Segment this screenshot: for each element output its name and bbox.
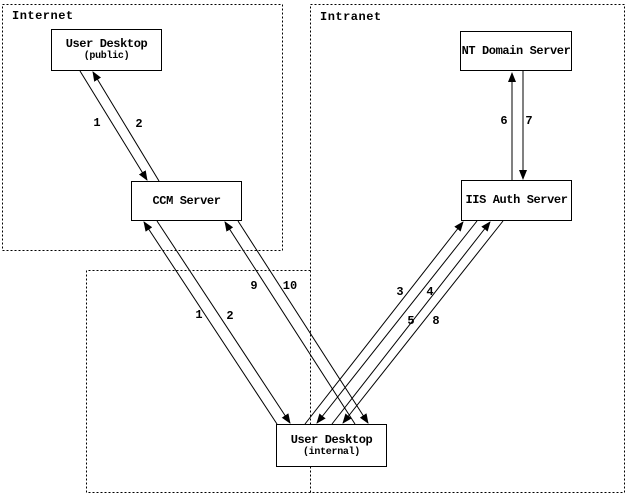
zone-label-intranet: Intranet bbox=[320, 10, 382, 24]
node-title: IIS Auth Server bbox=[465, 193, 568, 207]
edge-label: 7 bbox=[525, 114, 533, 128]
internal-zone-border bbox=[86, 270, 625, 493]
edge-1-internal-desktop-to-ccm bbox=[143, 221, 278, 425]
node-title: User Desktop bbox=[65, 37, 148, 51]
edge-label: 5 bbox=[407, 314, 415, 328]
node-ccm-server: CCM Server bbox=[131, 181, 242, 221]
node-user-desktop-public: User Desktop (public) bbox=[51, 29, 162, 71]
edge-4-iis-to-internal-desktop bbox=[316, 220, 478, 424]
edge-label: 1 bbox=[195, 308, 203, 322]
edge-9-internal-desktop-to-ccm bbox=[224, 221, 356, 425]
edge-label: 6 bbox=[500, 114, 508, 128]
edge-label: 10 bbox=[282, 279, 298, 293]
edge-label: 2 bbox=[135, 117, 143, 131]
node-subtitle: (internal) bbox=[302, 446, 360, 458]
edge-2-ccm-to-internal-desktop bbox=[156, 220, 291, 424]
node-iis-auth-server: IIS Auth Server bbox=[461, 180, 572, 221]
edge-label: 1 bbox=[93, 116, 101, 130]
edge-10-ccm-to-internal-desktop bbox=[237, 220, 369, 424]
edge-label: 8 bbox=[432, 314, 440, 328]
edge-8-iis-to-internal-desktop bbox=[342, 220, 504, 424]
edge-label: 4 bbox=[426, 285, 434, 299]
node-user-desktop-internal: User Desktop (internal) bbox=[276, 424, 387, 467]
intranet-zone-border bbox=[310, 4, 625, 493]
internet-zone-border bbox=[2, 4, 283, 251]
edge-5-internal-desktop-to-iis bbox=[331, 221, 491, 425]
node-title: CCM Server bbox=[152, 193, 221, 208]
node-subtitle: (public) bbox=[83, 51, 130, 62]
edge-3-internal-desktop-to-iis bbox=[304, 221, 464, 425]
edge-label: 3 bbox=[396, 285, 404, 299]
node-nt-domain-server: NT Domain Server bbox=[460, 31, 572, 71]
edge-1-public-desktop-to-ccm bbox=[79, 70, 148, 181]
edge-2-ccm-to-public-desktop bbox=[92, 71, 160, 182]
zone-label-internet: Internet bbox=[12, 9, 74, 23]
node-title: NT Domain Server bbox=[461, 43, 571, 58]
edge-label: 9 bbox=[250, 279, 258, 293]
node-title: User Desktop bbox=[290, 432, 373, 447]
edge-label: 2 bbox=[226, 309, 234, 323]
